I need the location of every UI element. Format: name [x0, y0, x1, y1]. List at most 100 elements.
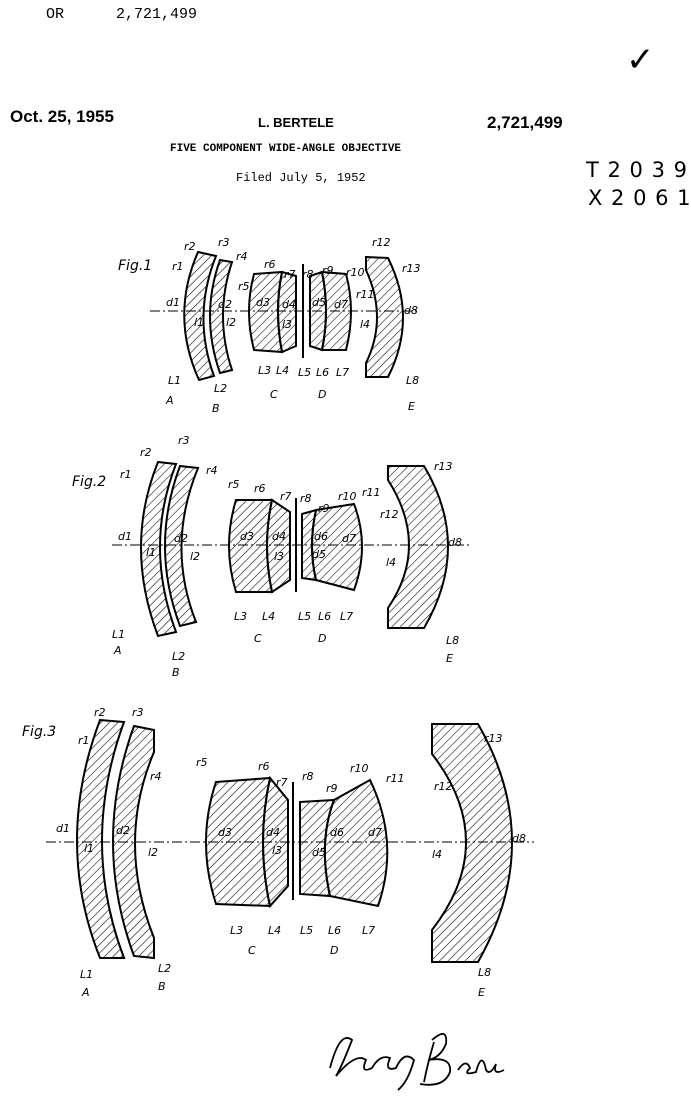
svg-text:l4: l4 [386, 556, 396, 569]
svg-text:r7: r7 [280, 490, 292, 503]
svg-text:d3: d3 [256, 296, 270, 309]
svg-text:d2: d2 [218, 298, 232, 311]
svg-text:B: B [172, 666, 180, 679]
svg-text:L4: L4 [268, 924, 281, 937]
svg-text:r2: r2 [94, 706, 106, 719]
svg-text:r11: r11 [356, 288, 375, 301]
svg-text:r5: r5 [196, 756, 208, 769]
svg-text:d3: d3 [218, 826, 232, 839]
or-mark: OR [46, 6, 65, 23]
svg-text:d6: d6 [330, 826, 344, 839]
svg-text:r1: r1 [120, 468, 132, 481]
lens-L8 [387, 465, 449, 629]
inventor-name: L. BERTELE [258, 115, 334, 130]
svg-text:L3: L3 [234, 610, 247, 623]
svg-text:r4: r4 [206, 464, 218, 477]
lens-L1 [183, 250, 218, 382]
lens-L8 [365, 255, 404, 378]
svg-text:d4: d4 [266, 826, 280, 839]
svg-text:Fig.3: Fig.3 [22, 724, 56, 740]
svg-text:Fig.2: Fig.2 [72, 474, 106, 490]
svg-text:r9: r9 [326, 782, 338, 795]
svg-text:A: A [113, 644, 122, 657]
svg-text:L3: L3 [258, 364, 271, 377]
svg-text:d7: d7 [334, 298, 348, 311]
lens-L4 [262, 775, 289, 909]
svg-text:d3: d3 [240, 530, 254, 543]
svg-text:d6: d6 [314, 530, 328, 543]
svg-text:d5: d5 [312, 548, 326, 561]
svg-text:r12: r12 [380, 508, 399, 521]
patent-date: Oct. 25, 1955 [10, 107, 114, 126]
svg-text:E: E [408, 400, 415, 413]
svg-text:d7: d7 [368, 826, 382, 839]
svg-text:l4: l4 [432, 848, 442, 861]
svg-text:d1: d1 [118, 530, 132, 543]
svg-text:l1: l1 [194, 316, 204, 329]
svg-text:r6: r6 [258, 760, 270, 773]
svg-text:L4: L4 [276, 364, 289, 377]
svg-text:L7: L7 [336, 366, 349, 379]
filed-date: Filed July 5, 1952 [236, 171, 366, 185]
svg-text:A: A [81, 986, 90, 999]
svg-text:d8: d8 [448, 536, 462, 549]
svg-text:L2: L2 [214, 382, 227, 395]
lens-L4 [277, 270, 297, 354]
svg-text:r13: r13 [402, 262, 421, 275]
svg-text:L1: L1 [80, 968, 93, 981]
patent-title: FIVE COMPONENT WIDE-ANGLE OBJECTIVE [170, 143, 402, 155]
svg-text:A: A [165, 394, 174, 407]
svg-text:l3: l3 [274, 550, 284, 563]
svg-text:l1: l1 [146, 546, 156, 559]
svg-text:l3: l3 [272, 844, 282, 857]
ref-code-2: X 2 0 6 1 [588, 186, 691, 210]
svg-text:l2: l2 [148, 846, 158, 859]
svg-text:l2: l2 [190, 550, 200, 563]
lens-L6-L7 [323, 778, 389, 908]
svg-text:r7: r7 [284, 268, 296, 281]
svg-text:L5: L5 [300, 924, 313, 937]
svg-text:L8: L8 [446, 634, 459, 647]
lens-L2 [164, 464, 200, 628]
svg-text:r12: r12 [434, 780, 453, 793]
svg-text:r8: r8 [302, 268, 314, 281]
svg-text:r2: r2 [184, 240, 196, 253]
patent-number: 2,721,499 [487, 113, 563, 132]
svg-text:r5: r5 [228, 478, 240, 491]
svg-text:B: B [158, 980, 166, 993]
svg-text:L7: L7 [362, 924, 375, 937]
svg-text:d7: d7 [342, 532, 356, 545]
svg-text:L6: L6 [318, 610, 331, 623]
svg-text:r8: r8 [302, 770, 314, 783]
svg-text:l1: l1 [84, 842, 94, 855]
svg-text:D: D [318, 632, 326, 645]
lens-L6-L7 [311, 502, 363, 592]
top-patent-number: 2,721,499 [116, 6, 198, 23]
svg-text:L5: L5 [298, 610, 311, 623]
svg-text:r9: r9 [322, 264, 334, 277]
svg-text:r8: r8 [300, 492, 312, 505]
svg-text:r5: r5 [238, 280, 250, 293]
svg-text:r13: r13 [434, 460, 453, 473]
svg-text:r1: r1 [172, 260, 184, 273]
svg-text:d5: d5 [312, 846, 326, 859]
svg-text:r1: r1 [78, 734, 90, 747]
svg-text:E: E [478, 986, 485, 999]
svg-text:d5: d5 [312, 296, 326, 309]
svg-text:r10: r10 [346, 266, 365, 279]
lens-L8 [431, 723, 513, 963]
svg-text:r6: r6 [264, 258, 276, 271]
svg-text:d1: d1 [166, 296, 180, 309]
svg-text:C: C [248, 944, 256, 957]
ref-code-1: T 2 0 3 9 [586, 158, 688, 182]
svg-text:L1: L1 [168, 374, 181, 387]
svg-text:r3: r3 [178, 434, 190, 447]
svg-text:D: D [318, 388, 326, 401]
signature-graphic [329, 1033, 505, 1091]
svg-text:L6: L6 [316, 366, 329, 379]
svg-text:r6: r6 [254, 482, 266, 495]
svg-text:l2: l2 [226, 316, 236, 329]
svg-text:l4: l4 [360, 318, 370, 331]
